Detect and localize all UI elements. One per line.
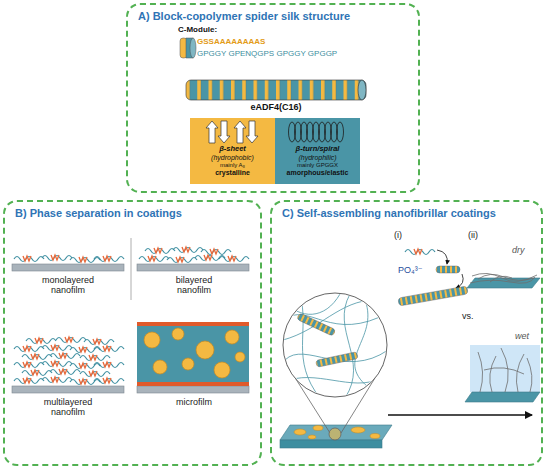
fibril-network bbox=[283, 294, 390, 398]
box-text: β-sheet bbox=[219, 145, 246, 154]
panel-title: C) Self-assembling nanofibrillar coating… bbox=[282, 206, 531, 220]
box-text: mainly A₈ bbox=[220, 162, 245, 169]
annotation-label: C-Module: bbox=[178, 25, 268, 34]
domain-box: β-turn/spiral(hydrophilic)mainly GPGGXam… bbox=[275, 118, 360, 184]
spiral-coil bbox=[289, 122, 344, 142]
monolayer-film bbox=[12, 255, 124, 271]
annotation-label: multilayered nanofilm bbox=[33, 397, 103, 418]
beta-sheet-arrows bbox=[206, 121, 258, 143]
sheet-fill bbox=[190, 118, 275, 184]
divider bbox=[131, 238, 132, 300]
box-text: (hydrophobic) bbox=[211, 154, 254, 162]
domain-box: β-sheet(hydrophobic)mainly A₈crystalline bbox=[190, 118, 275, 184]
box-text: amorphous/elastic bbox=[287, 169, 349, 177]
annotation-label: bilayered nanofilm bbox=[159, 275, 229, 296]
fibrils bbox=[297, 313, 359, 367]
box-text: mainly GPGGX bbox=[297, 162, 338, 169]
panel-frame: A) Block-copolymer spider silk structure… bbox=[126, 3, 420, 193]
panel-title: B) Phase separation in coatings bbox=[15, 206, 250, 220]
microfilm bbox=[137, 322, 249, 393]
annotation-label: dry bbox=[512, 245, 542, 255]
annotation-label: microfilm bbox=[159, 397, 229, 407]
annotation-label: GPGGY GPENQGPS GPGGY GPGGP bbox=[197, 49, 357, 58]
box-text: (hydrophilic) bbox=[298, 154, 336, 162]
zoom-circle bbox=[283, 293, 387, 397]
assembly-steps bbox=[398, 249, 468, 306]
annotation-label: vs. bbox=[462, 311, 492, 321]
annotation-label: wet bbox=[515, 331, 543, 341]
multilayer-film bbox=[12, 337, 124, 393]
box-text: crystalline bbox=[215, 169, 250, 177]
annotation-label: eADF4(C16) bbox=[226, 102, 326, 112]
box-text: β-turn/spiral bbox=[296, 145, 340, 154]
annotation-label: GSSAAAAAAAAS bbox=[197, 37, 337, 46]
annotation-label: monolayered nanofilm bbox=[33, 275, 103, 296]
dry-coating bbox=[467, 273, 540, 288]
panel-title: A) Block-copolymer spider silk structure bbox=[138, 9, 408, 23]
panel-frame: C) Self-assembling nanofibrillar coating… bbox=[270, 200, 543, 466]
annotation-label: (ii) bbox=[468, 230, 498, 240]
process-arrow bbox=[388, 414, 532, 416]
panel-frame: B) Phase separation in coatings bbox=[3, 200, 262, 466]
annotation-label: PO₄³⁻ bbox=[398, 265, 432, 275]
bilayer-film bbox=[137, 247, 249, 271]
wet-coating bbox=[465, 345, 540, 402]
annotation-label: (i) bbox=[394, 230, 424, 240]
coating-substrate bbox=[280, 425, 392, 448]
turn-fill bbox=[275, 118, 360, 184]
c-module-icon bbox=[180, 38, 196, 58]
protein-cylinder bbox=[186, 80, 366, 100]
